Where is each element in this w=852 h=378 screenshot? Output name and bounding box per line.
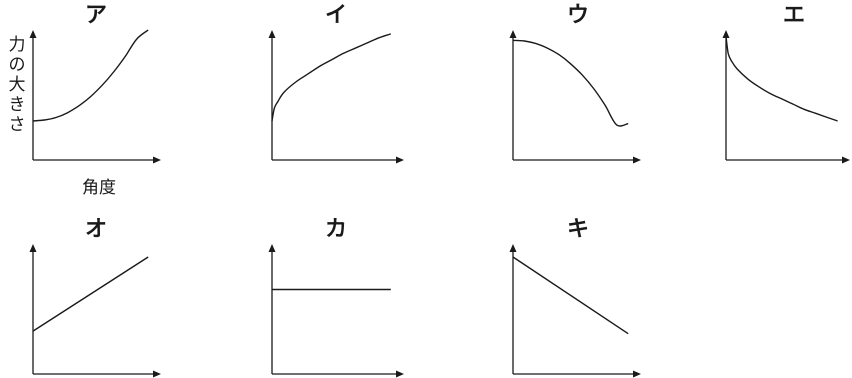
y-axis-arrow [722,30,730,38]
series-line-1 [512,256,629,335]
series-line-1 [725,36,838,122]
x-axis-arrow [842,156,850,164]
y-axis-arrow [29,244,37,252]
series-line-1 [32,256,149,332]
chart-panel-7: キ [509,217,641,378]
panel-title: エ [783,3,805,28]
panel-title: キ [567,217,589,242]
chart-panel-6: カ [268,217,404,378]
x-axis-arrow [153,156,161,164]
x-axis-arrow [396,156,404,164]
x-axis-arrow [633,370,641,378]
panel-title: ウ [567,3,589,28]
series-line-1 [32,29,149,122]
panel-title: ア [85,3,107,28]
chart-panel-4: エ [722,3,850,164]
x-axis-arrow [633,156,641,164]
y-axis-arrow [509,30,517,38]
chart-panel-3: ウ [509,3,641,164]
panel-title: カ [325,217,347,242]
y-axis-arrow [29,30,37,38]
x-axis-arrow [153,370,161,378]
y-axis-label: 力の大きさ [9,35,26,135]
x-axis-label: 角度 [82,178,116,198]
chart-panel-2: イ [268,3,404,164]
panel-title: イ [325,3,347,28]
y-axis-arrow [268,30,276,38]
chart-panel-5: オ [29,217,161,378]
series-line-1 [271,33,392,122]
y-axis-arrow [268,244,276,252]
panel-title: オ [85,217,107,242]
x-axis-arrow [396,370,404,378]
y-axis-arrow [509,244,517,252]
series-line-1 [512,39,629,127]
